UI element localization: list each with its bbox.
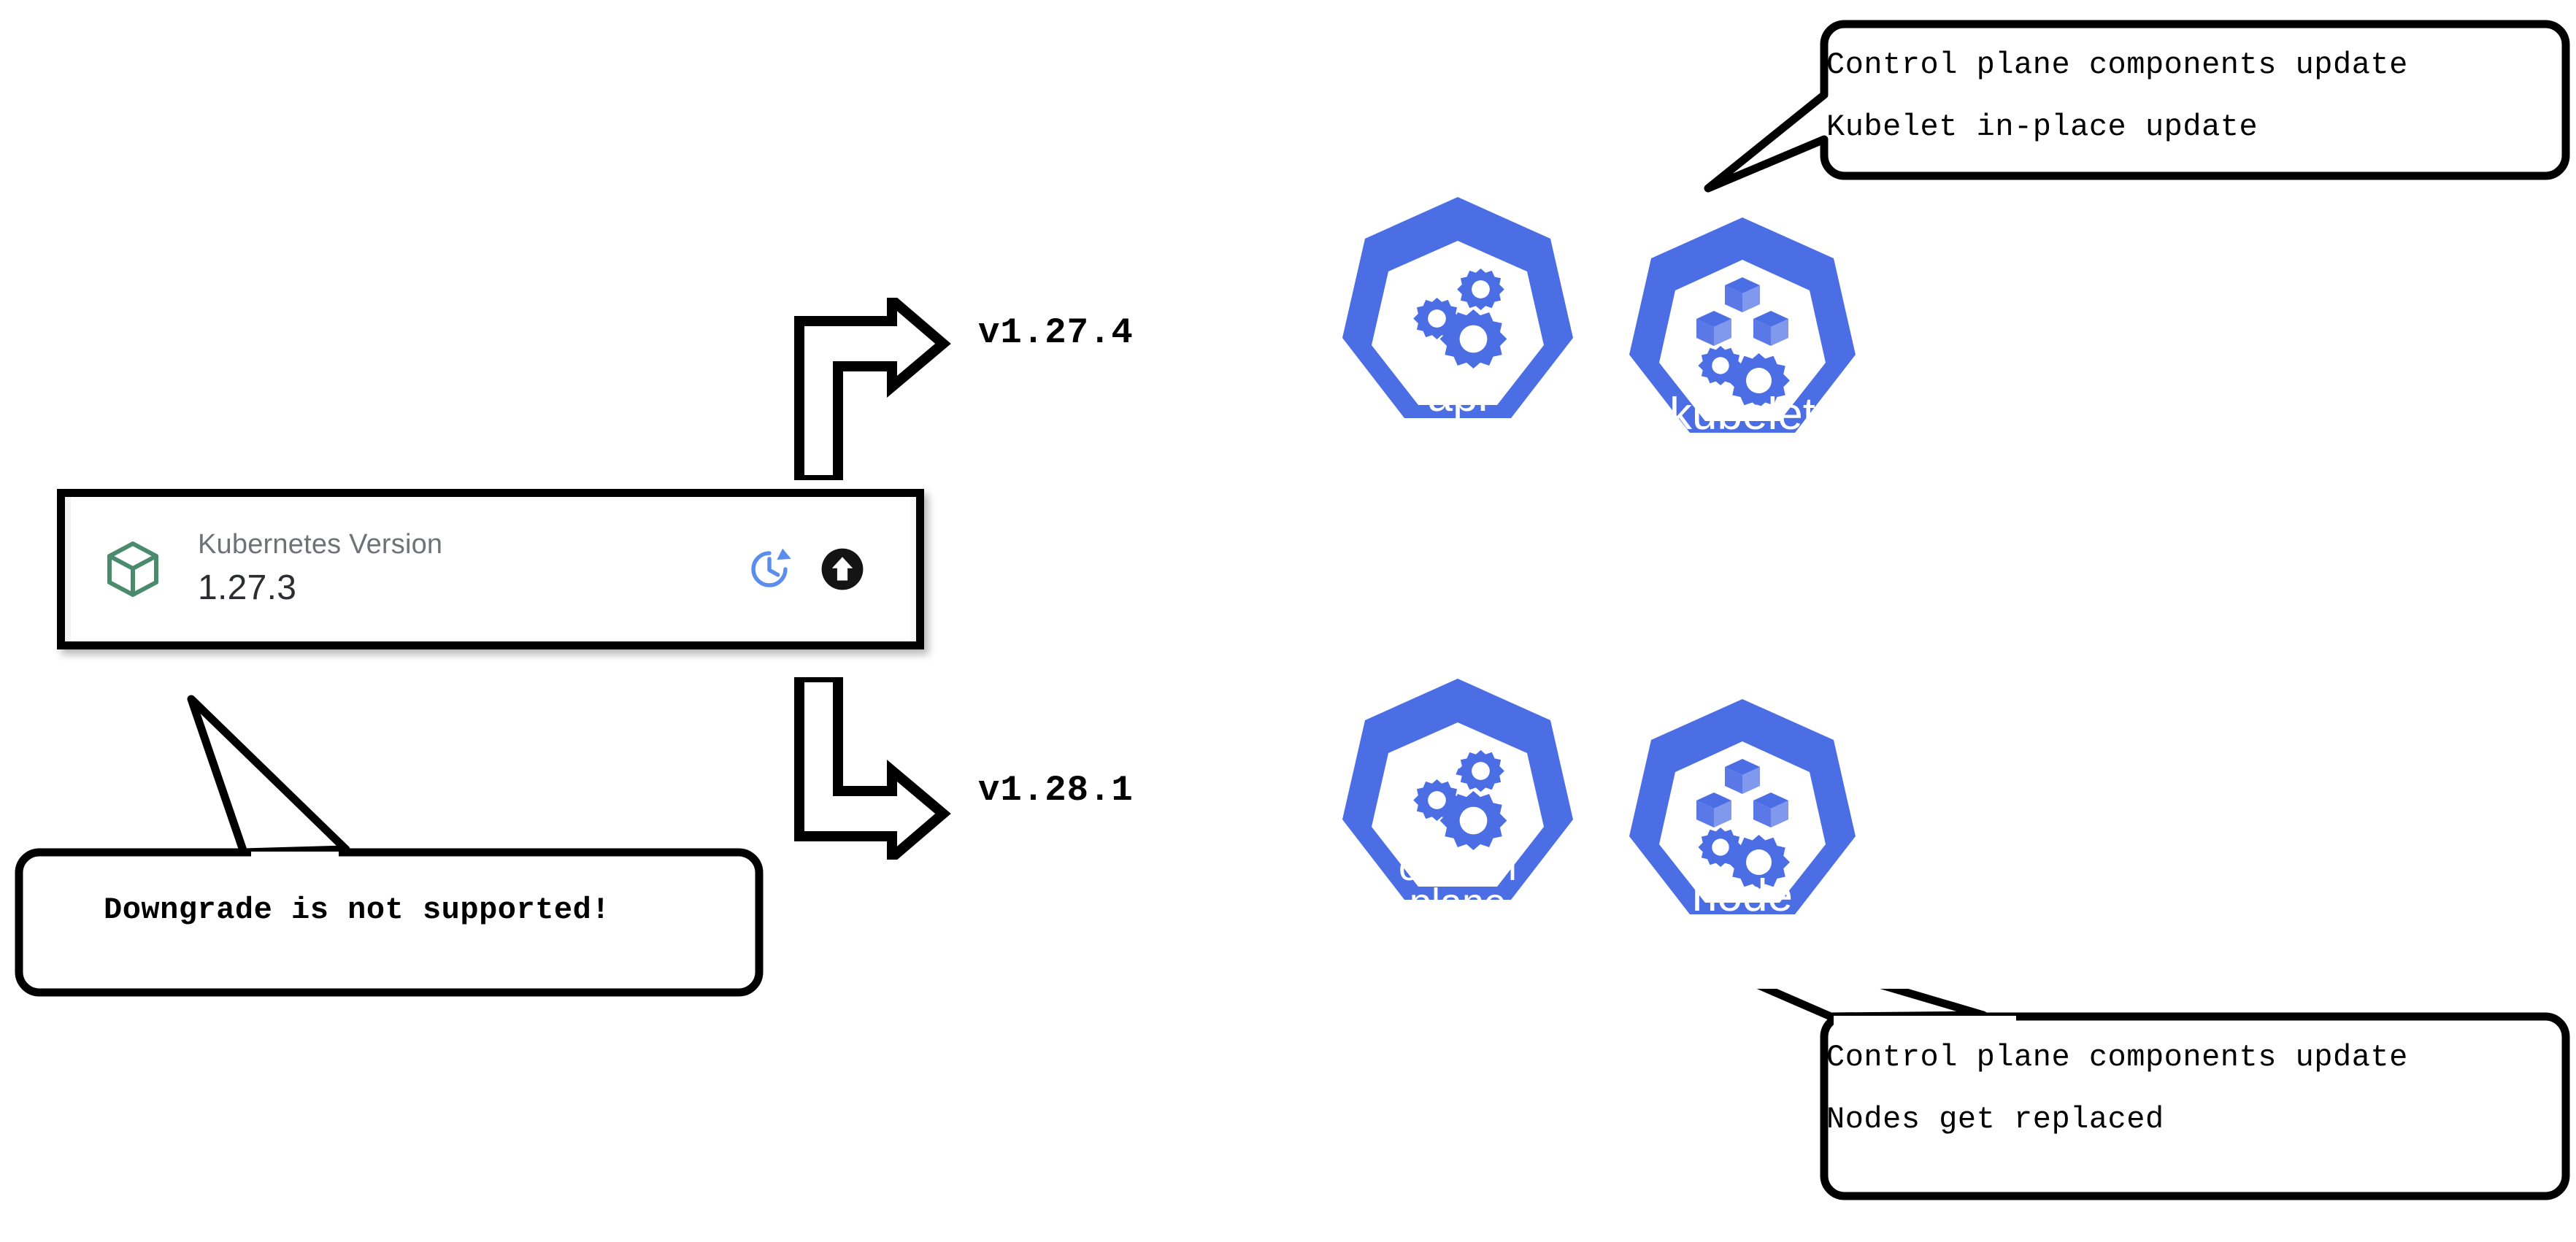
version-card-actions [747,547,894,592]
version-card-value: 1.27.3 [198,568,297,607]
upgrade-version-button[interactable] [820,547,865,592]
version-card-inner: Kubernetes Version 1.27.3 [65,497,916,641]
control-plane-icon: control plane [1330,670,1585,936]
kubelet-icon-label: kubelet [1669,389,1815,439]
kubernetes-version-card[interactable]: Kubernetes Version 1.27.3 [57,489,924,649]
version-tag-minor: v1.28.1 [978,770,1134,811]
refresh-version-icon[interactable] [747,547,792,592]
callout-downgrade-warning: Downgrade is not supported! [10,686,784,1003]
cube-icon [78,541,188,598]
upgrade-arrow-patch [793,288,953,485]
callout-top-right: Control plane components update Kubelet … [1688,7,2575,201]
control-plane-label-line1: control [1399,845,1517,889]
api-icon-label: api [1428,371,1488,421]
upgrade-arrow-minor [793,672,953,869]
kubelet-icon: kubelet [1615,210,1870,462]
callout-downgrade-line1: Downgrade is not supported! [104,892,611,927]
callout-bottom-right: Control plane components update Nodes ge… [1493,868,2575,1211]
callout-bottom-right-line1: Control plane components update [1826,1040,2408,1075]
callout-bottom-right-line2: Nodes get replaced [1826,1102,2164,1137]
node-icon-label: node [1692,871,1793,921]
callout-top-right-line1: Control plane components update [1826,47,2408,82]
version-tag-patch: v1.27.4 [978,312,1134,353]
api-icon: api [1330,188,1585,455]
callout-top-right-line2: Kubelet in-place update [1826,109,2258,144]
control-plane-label-line2: plane [1410,881,1506,925]
node-icon: node [1615,692,1870,944]
version-text-block: Kubernetes Version 1.27.3 [188,528,747,611]
version-card-label: Kubernetes Version [198,529,443,560]
